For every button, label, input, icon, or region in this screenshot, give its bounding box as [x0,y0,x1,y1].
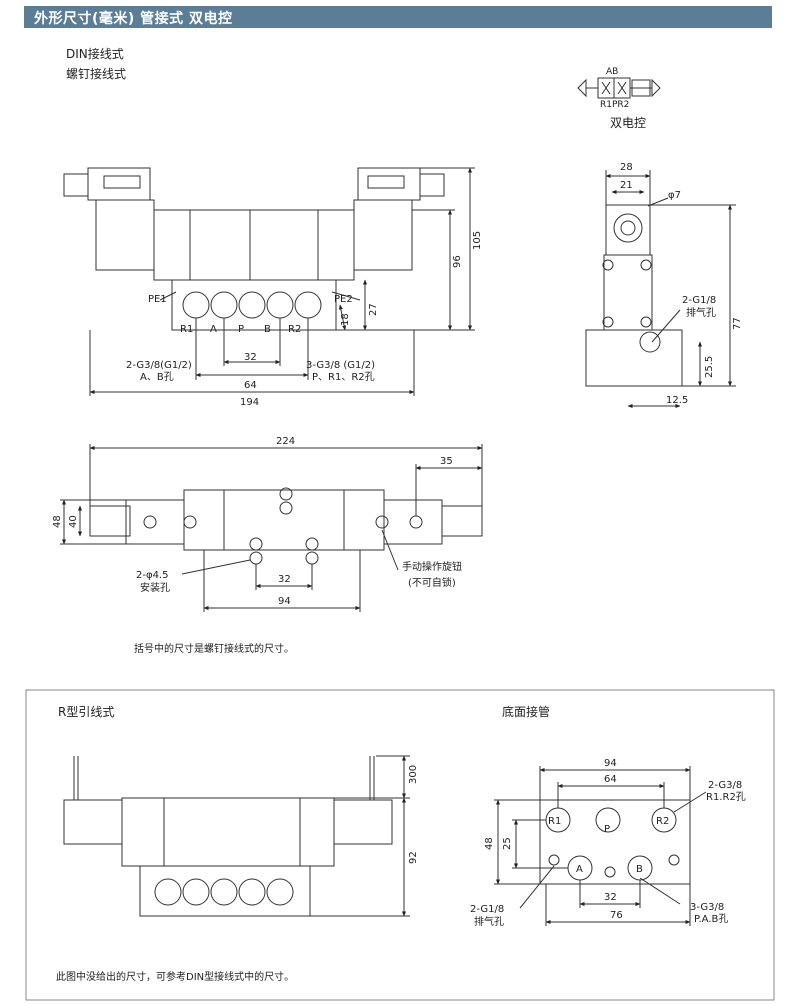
dim-96: 96 [452,255,463,268]
base-label-b: B [636,864,643,875]
port-r-base-sub: R1.R2孔 [706,791,746,803]
dim-32-base: 32 [604,892,617,903]
port-ab-sub: A、B孔 [140,371,174,383]
r-type-view [63,755,410,917]
plan-view [60,444,483,612]
r-type-title: R型引线式 [58,705,114,719]
bottom-panel [25,689,775,1001]
dim-25-5: 25.5 [704,356,715,378]
dim-64-front: 64 [244,380,257,391]
base-label-r2: R2 [656,816,669,827]
din-label: DIN接线式 [66,46,124,61]
section-header: 外形尺寸(毫米) 管接式 双电控 [24,6,772,28]
base-title: 底面接管 [502,704,550,719]
manual-knob-sub: (不可自锁) [408,576,456,589]
dim-64-base: 64 [604,774,617,785]
dim-94-plan: 94 [278,596,291,607]
label-a: A [210,324,217,335]
dim-18: 18 [340,313,351,326]
port-pab-sub: P.A.B孔 [694,913,728,925]
dim-32-plan: 32 [278,574,291,585]
dim-40-plan: 40 [68,515,79,528]
label-pe2: PE2 [334,294,353,305]
base-label-r1: R1 [548,816,561,827]
exhaust-sub: 排气孔 [686,306,716,319]
dim-21: 21 [620,180,633,191]
header-title: 外形尺寸(毫米) 管接式 双电控 [34,11,233,27]
dim-35: 35 [440,456,453,467]
label-r2: R2 [288,324,301,335]
label-pe1: PE1 [148,294,167,305]
symbol-caption: 双电控 [610,116,646,130]
label-p: P [238,324,244,335]
port-pab: 3-G3/8 [690,902,724,913]
dim-194: 194 [240,397,259,408]
exhaust-base-sub: 排气孔 [474,915,504,928]
port-ab: 2-G3/8(G1/2) [126,360,192,371]
base-view [494,766,707,926]
front-view [63,167,475,396]
port-prr-sub: P、R1、R2孔 [312,371,375,383]
dim-300: 300 [408,765,419,784]
label-b: B [264,324,271,335]
base-label-a: A [576,864,583,875]
dim-105: 105 [472,231,483,250]
top-note: 括号中的尺寸是螺钉接线式的尺寸。 [134,642,294,655]
dim-77: 77 [732,317,743,330]
dim-224: 224 [276,436,295,447]
dim-48-base: 48 [484,837,495,850]
dim-92: 92 [408,851,419,864]
base-label-p: P [604,824,610,835]
valve-symbol [577,77,661,99]
dim-94-base: 94 [604,758,617,769]
dim-25-base: 25 [502,837,513,850]
port-prr: 3-G3/8 (G1/2) [306,360,375,371]
manual-knob: 手动操作旋钮 [402,560,462,573]
mount-holes: 2-φ4.5 [136,570,168,581]
screw-label: 螺钉接线式 [66,66,126,81]
dim-27: 27 [368,303,379,316]
exhaust-g18: 2-G1/8 [682,295,716,306]
port-r-base: 2-G3/8 [708,780,742,791]
mount-holes-sub: 安装孔 [140,581,170,594]
symbol-ab: AB [606,67,618,77]
symbol-r1pr2: R1PR2 [600,100,629,110]
dim-phi7: φ7 [668,190,681,201]
side-view [585,170,736,408]
dim-48-plan: 48 [52,515,63,528]
dim-32-front: 32 [244,352,257,363]
dim-76-base: 76 [610,910,623,921]
exhaust-base: 2-G1/8 [470,904,504,915]
label-r1: R1 [180,324,193,335]
bottom-note: 此图中没给出的尺寸，可参考DIN型接线式中的尺寸。 [56,970,294,983]
dim-12-5: 12.5 [666,395,688,406]
dim-28: 28 [620,162,633,173]
